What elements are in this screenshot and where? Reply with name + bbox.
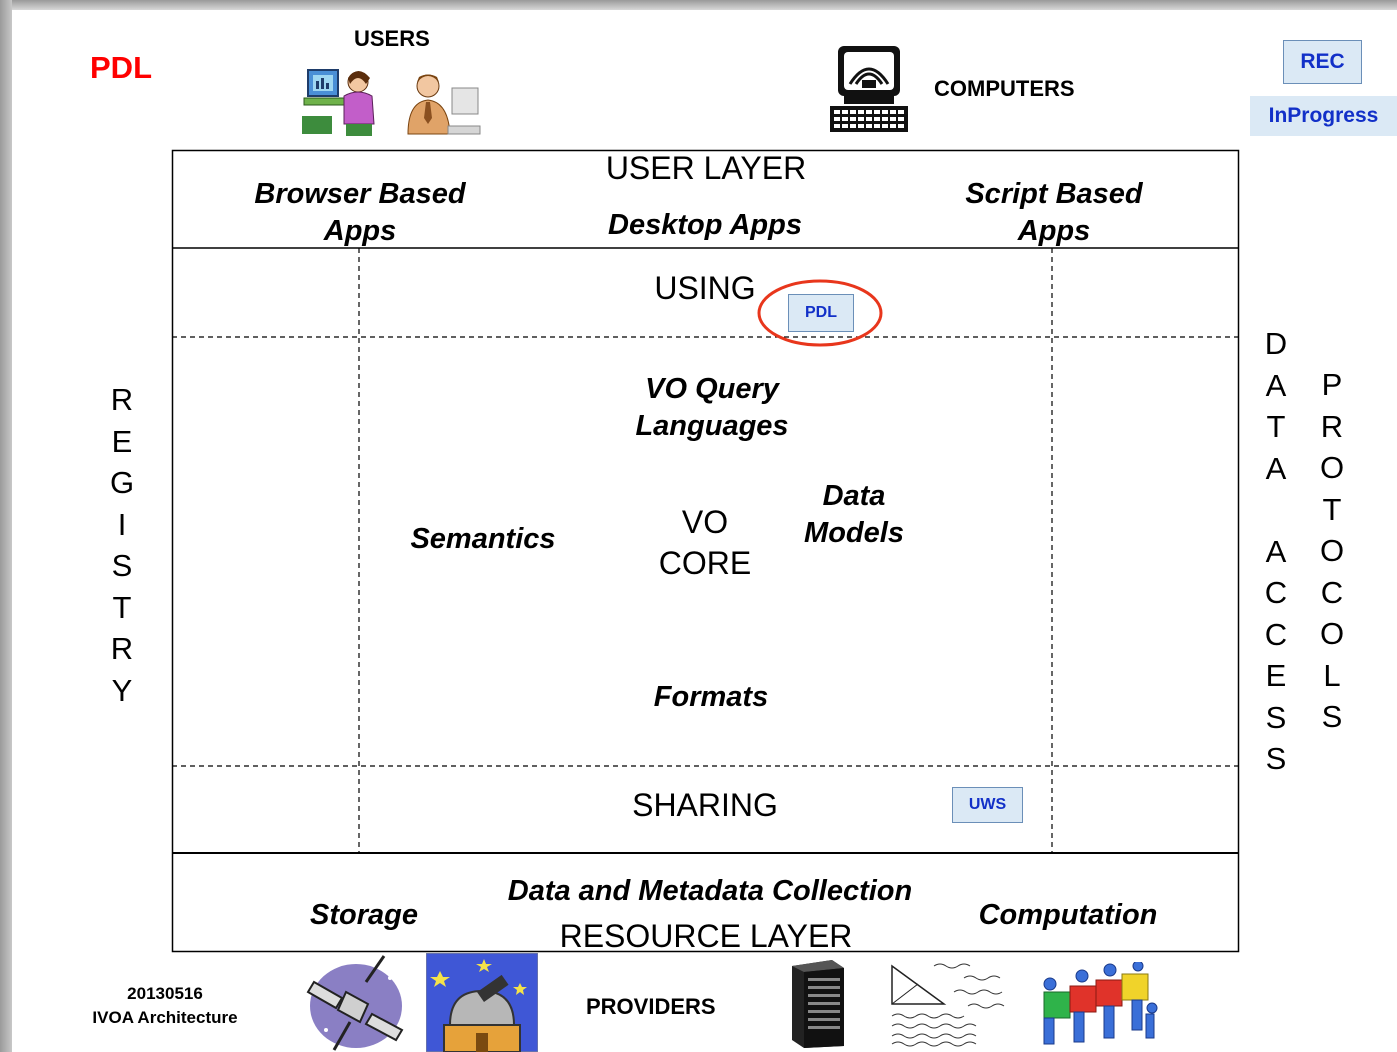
uws-badge: UWS: [952, 787, 1023, 823]
math-formulas-icon: [891, 963, 1005, 1047]
browser-apps-line-1: Browser Based: [254, 178, 466, 210]
protocols-letter: S: [1321, 699, 1343, 734]
slide-frame-left: [0, 0, 12, 1052]
footer-doc-name: IVOA Architecture: [92, 1008, 238, 1027]
satellite-icon: [306, 955, 404, 1051]
pdl-highlight-ellipse: [757, 279, 883, 347]
protocols-letter: R: [1320, 408, 1344, 444]
data-access-letter: E: [1265, 658, 1287, 693]
registry-letter: R: [110, 382, 134, 417]
protocols-letter: O: [1319, 533, 1345, 568]
protocols-letter: L: [1323, 657, 1341, 693]
vo-query-languages: VO Query Languages: [592, 371, 832, 445]
formats-label: Formats: [653, 681, 769, 713]
data-access-spacer: [1256, 489, 1296, 531]
legend-in-progress-badge: InProgress: [1250, 96, 1397, 136]
computers-label: COMPUTERS: [934, 76, 1075, 101]
registry-letter: Y: [111, 672, 133, 708]
vo-core-line-1: VO: [681, 504, 729, 540]
script-apps-line-2: Apps: [1017, 215, 1091, 247]
browser-apps-line-2: Apps: [323, 215, 397, 247]
user-at-computer-icon: [302, 69, 375, 136]
protocols-letter: C: [1320, 574, 1344, 610]
data-metadata-collection-label: Data and Metadata Collection: [507, 875, 913, 907]
script-based-apps: Script Based Apps: [924, 176, 1184, 250]
page-title: PDL: [90, 50, 152, 85]
protocols-vertical-label: P R O T O C O L S: [1312, 364, 1352, 738]
businessman-at-computer-icon: [407, 74, 481, 135]
registry-letter: S: [111, 548, 133, 583]
data-access-letter: T: [1266, 409, 1286, 444]
pdl-badge: PDL: [788, 294, 854, 332]
registry-letter: T: [112, 589, 132, 625]
sharing-label: SHARING: [632, 787, 778, 823]
protocols-letter: T: [1322, 491, 1342, 527]
protocols-letter: P: [1321, 367, 1343, 402]
computation-label: Computation: [978, 899, 1158, 931]
registry-letter: G: [109, 465, 135, 500]
protocols-letter: O: [1319, 450, 1345, 485]
data-models-label: Data Models: [779, 478, 929, 552]
desktop-computer-icon: [830, 46, 908, 132]
data-access-letter: C: [1264, 575, 1288, 610]
data-models-line-2: Models: [804, 517, 904, 549]
vo-core-line-2: CORE: [658, 545, 752, 581]
vo-core-label: VO CORE: [625, 502, 785, 584]
footer-doc-info: 20130516 IVOA Architecture: [70, 982, 260, 1030]
using-label: USING: [654, 270, 756, 306]
data-access-letter: D: [1264, 326, 1288, 361]
desktop-apps: Desktop Apps: [608, 209, 802, 241]
providers-label: PROVIDERS: [586, 994, 716, 1019]
storage-label: Storage: [310, 899, 418, 931]
query-line-1: VO Query: [645, 373, 779, 405]
data-access-vertical-label: D A T A A C C E S S: [1256, 323, 1296, 780]
data-access-letter: A: [1265, 533, 1287, 569]
protocols-letter: O: [1319, 616, 1345, 651]
semantics-label: Semantics: [410, 523, 556, 555]
registry-letter: E: [111, 423, 133, 459]
legend-rec-badge: REC: [1283, 40, 1362, 84]
users-label: USERS: [354, 26, 430, 51]
data-access-letter: C: [1264, 616, 1288, 652]
puzzle-team-icon: [1043, 962, 1158, 1045]
data-access-letter: A: [1265, 367, 1287, 403]
slide-frame-top: [0, 0, 1397, 10]
data-access-letter: S: [1265, 741, 1287, 776]
script-apps-line-1: Script Based: [965, 178, 1143, 210]
observatory-icon: [426, 953, 538, 1052]
data-access-letter: A: [1265, 450, 1287, 486]
resource-layer-title: RESOURCE LAYER: [559, 918, 853, 954]
registry-letter: R: [110, 631, 134, 666]
registry-vertical-label: R E G I S T R Y: [102, 379, 142, 711]
browser-based-apps: Browser Based Apps: [220, 176, 500, 250]
data-access-letter: S: [1265, 699, 1287, 735]
footer-date: 20130516: [127, 984, 203, 1003]
registry-letter: I: [117, 506, 127, 542]
user-layer-title: USER LAYER: [605, 150, 807, 186]
data-models-line-1: Data: [822, 480, 886, 512]
query-line-2: Languages: [635, 410, 789, 442]
server-rack-icon: [792, 960, 844, 1048]
